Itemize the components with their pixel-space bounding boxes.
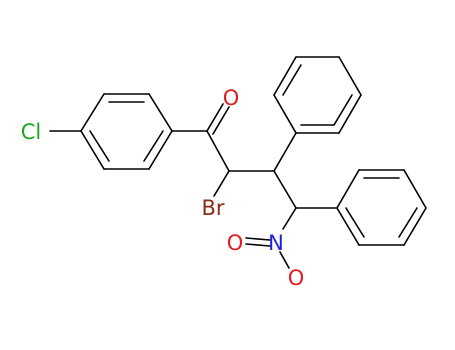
c3-c4-bond bbox=[273, 170, 297, 209]
nitro-oxygen-left-label: O bbox=[227, 231, 244, 255]
nitro-nitrogen-label: N bbox=[268, 231, 284, 255]
nitro-oxygen-bottom-label: O bbox=[288, 266, 305, 290]
carbonyl-oxygen-label: O bbox=[223, 86, 240, 110]
chlorophenyl-ring bbox=[80, 93, 173, 170]
c2-bromine-bond bbox=[213, 170, 230, 197]
c1-c2-bond bbox=[206, 130, 230, 172]
nitro-bonds bbox=[245, 237, 290, 269]
c4-nitro-bond bbox=[282, 207, 297, 230]
chlorine-label: Cl bbox=[21, 120, 42, 144]
lower-phenyl-ring bbox=[336, 169, 427, 246]
upper-phenyl-ring bbox=[273, 56, 362, 134]
bromine-label: Br bbox=[201, 196, 224, 220]
c3-phenyl-bond bbox=[273, 132, 297, 172]
carbonyl-double-bond bbox=[206, 103, 230, 135]
